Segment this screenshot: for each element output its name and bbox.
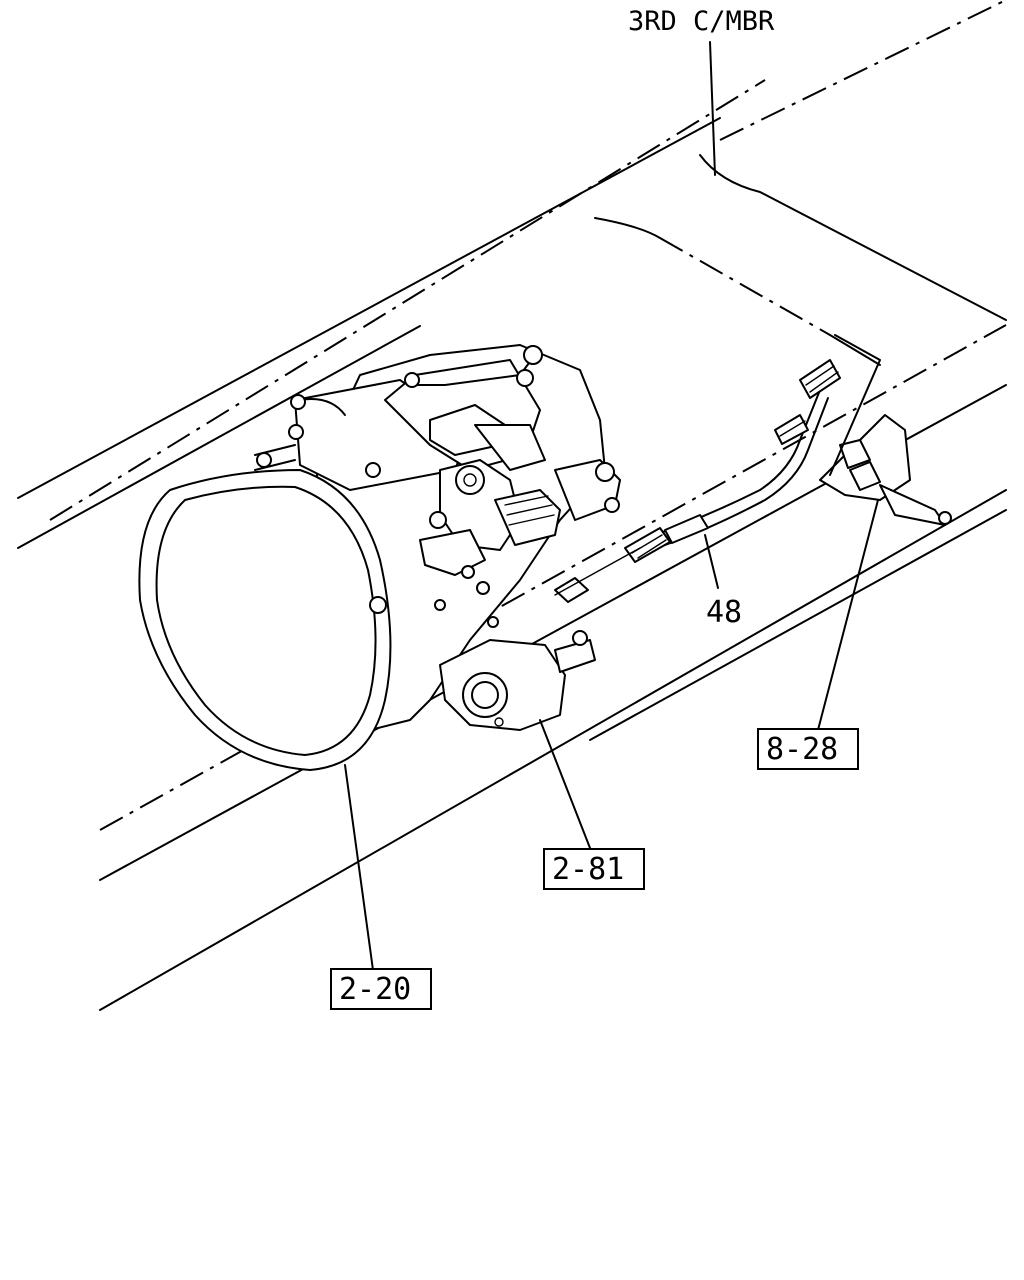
ref-label-8-28: 8-28 (766, 732, 838, 767)
transmission-assembly (138, 344, 621, 771)
ref-box-2-20[interactable]: 2-20 (330, 968, 432, 1010)
ref-label-2-81: 2-81 (552, 852, 624, 887)
crossmember-label: 3RD C/MBR (628, 6, 775, 37)
ref-box-2-81[interactable]: 2-81 (543, 848, 645, 890)
hose-callout-number: 48 (706, 595, 742, 630)
leader-lines (344, 499, 879, 971)
clutch-hose (554, 359, 841, 596)
clutch-bracket (819, 334, 952, 526)
ref-label-2-20: 2-20 (339, 972, 411, 1007)
ref-box-8-28[interactable]: 8-28 (757, 728, 859, 770)
air-booster (439, 630, 596, 731)
crossmember-outline (594, 41, 1007, 366)
